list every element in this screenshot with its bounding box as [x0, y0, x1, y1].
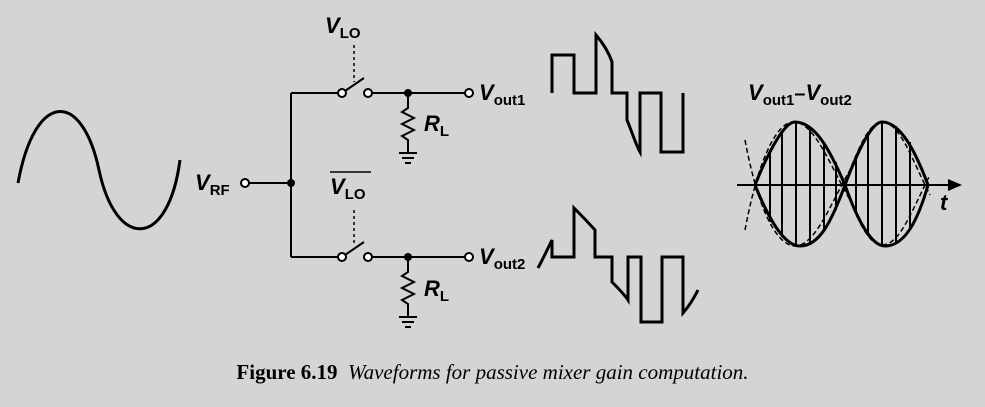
vout1-label: Vout1: [479, 80, 525, 109]
input-sine-wave: [16, 110, 182, 231]
switch-lo-terminal-b: [363, 88, 373, 98]
mixer-circuit: [240, 45, 474, 328]
vrf-label: VRF: [195, 170, 230, 199]
ground-top: [399, 152, 417, 164]
figure-caption: Figure 6.19 Waveforms for passive mixer …: [0, 360, 985, 385]
caption-number: Figure 6.19: [236, 360, 338, 384]
t-axis-label: t: [940, 190, 949, 215]
switch-lobar-terminal-a: [337, 252, 347, 262]
chopped-positive-lobes: [753, 120, 930, 185]
difference-plot: Vout1–Vout2 t: [737, 80, 962, 248]
vout2-terminal: [464, 252, 474, 262]
switch-lobar-blade: [344, 241, 365, 256]
switch-lobar-terminal-b: [363, 252, 373, 262]
vout1-terminal: [464, 88, 474, 98]
difference-label: Vout1–Vout2: [748, 80, 852, 109]
vlo-bar-label: VLO: [330, 171, 371, 203]
switch-lo-terminal-a: [337, 88, 347, 98]
rl-bottom-label: RL: [424, 276, 449, 305]
chopping-bars: [769, 122, 911, 246]
envelope-dashed-mirror: [744, 121, 931, 247]
vout2-label: Vout2: [479, 244, 525, 273]
vout1-waveform: [550, 30, 685, 158]
resistor-top: [399, 93, 417, 152]
chopped-negative-lobes: [753, 185, 930, 248]
switch-lo-blade: [344, 77, 365, 92]
vout2-waveform: [536, 204, 700, 324]
vlo-label: VLO: [325, 13, 361, 42]
caption-text: Waveforms for passive mixer gain computa…: [348, 360, 749, 384]
svg-text:VLO: VLO: [330, 174, 366, 203]
ground-bottom: [399, 316, 417, 328]
vrf-terminal: [240, 178, 250, 188]
time-axis-arrowhead: [948, 179, 962, 191]
resistor-bottom: [399, 257, 417, 316]
rl-top-label: RL: [424, 111, 449, 140]
